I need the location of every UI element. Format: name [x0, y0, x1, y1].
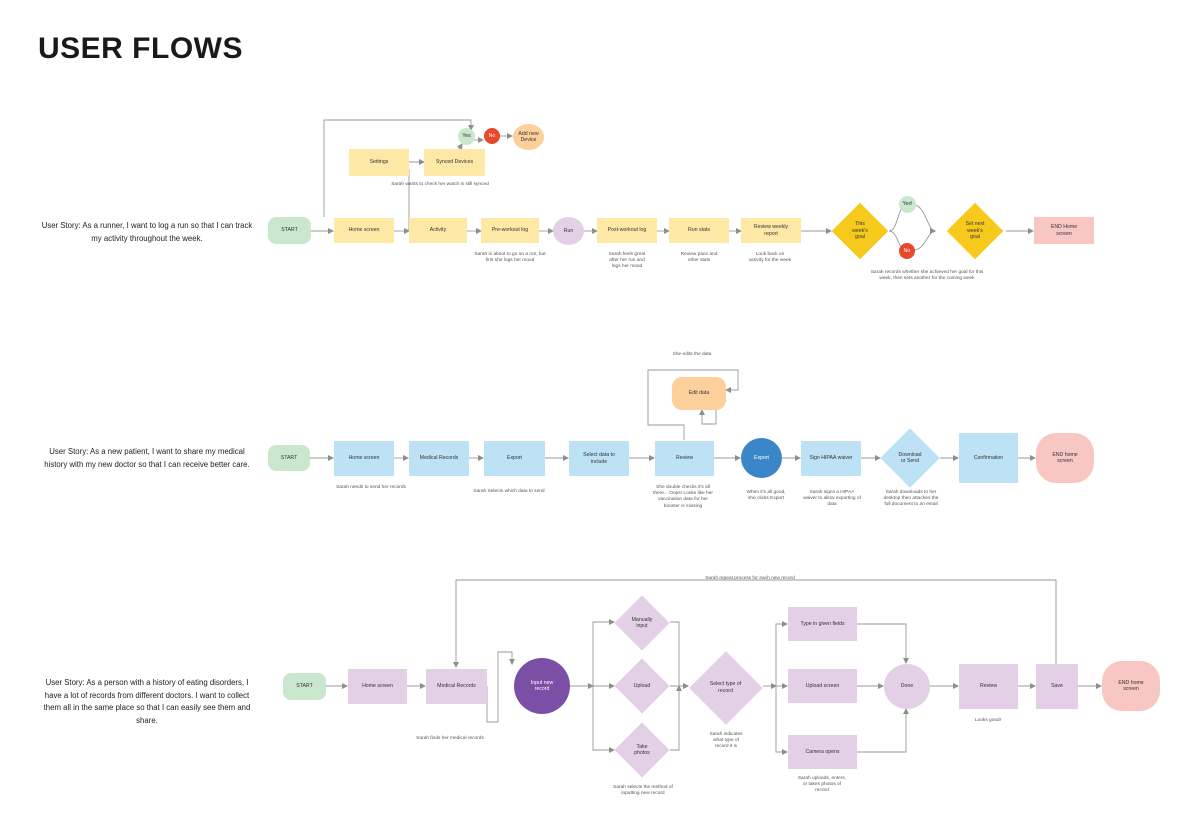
flow1-note-stats: Review pace and other stats [680, 252, 718, 264]
flow1-post-workout-log: Post-workout log [597, 218, 657, 243]
flow1-no2-bubble: No [484, 128, 500, 144]
flow2-note-export: Sarah Selects which data to send [473, 489, 545, 494]
flow1-set-next-goal-decision: Set next week's goal [946, 202, 1004, 260]
flow3-medical-records: Medical Records [426, 669, 487, 704]
flow1-end: END Home screen [1034, 217, 1094, 244]
flow1-note-post: Sarah feels great after her run and logs… [608, 252, 646, 270]
flow2-edit-data: Edit data [672, 377, 726, 410]
flow1-set-next-goal-label: Set next week's goal [965, 221, 985, 241]
flow3-upload-screen: Upload screen [788, 669, 857, 703]
flow1-note-report: Look back on activity for the week [748, 252, 792, 264]
flow2-note-home: Sarah needs to send her records [336, 485, 406, 490]
flow1-home-screen: Home screen [334, 218, 394, 243]
flow1-weeks-goal-decision: This week's goal [831, 202, 889, 260]
flow2-download-label: Download or Send [898, 451, 922, 464]
flow1-note-run: Sarah is about to go on a run, but first… [474, 252, 546, 264]
flow1-note-watch: Sarah wants to check her watch is still … [391, 182, 489, 187]
flow2-select-data: Select data to include [569, 441, 629, 476]
flow3-manual-input-label: Manually input [631, 616, 653, 629]
flow3-note-finds: Sarah finds her medical records [416, 736, 484, 741]
flow1-run-stats: Run stats [669, 218, 729, 243]
user-story-runner: User Story: As a runner, I want to log a… [41, 221, 253, 243]
flow3-camera-opens: Camera opens [788, 735, 857, 769]
flow3-input-new-record: Input new record [514, 658, 570, 714]
flow1-synced-devices: Synced Devices [424, 149, 485, 176]
flow3-done: Done [884, 664, 930, 709]
flow1-yes2-bubble: Yes [458, 128, 475, 145]
flow3-start: START [283, 673, 326, 700]
flow3-type-given-fields: Type in given fields [788, 607, 857, 641]
flow3-upload-label: Upload [633, 682, 651, 689]
flow2-medical-records: Medical Records [409, 441, 469, 476]
flow2-note-hipaa: Sarah signs a HIPAA waiver to allow expo… [803, 490, 861, 508]
flow3-upload-decision: Upload [614, 658, 670, 714]
flow3-home-screen: Home screen [348, 669, 407, 704]
flow2-note-edits: She edits the data [672, 352, 712, 357]
flow2-note-download: Sarah downloads to her desktop then atta… [883, 490, 939, 508]
flow2-start: START [268, 445, 310, 471]
user-story-patient: User Story: As a new patient, I want to … [44, 447, 250, 469]
flow2-sign-hipaa: Sign HIPAA waiver [801, 441, 861, 476]
flow3-review: Review [959, 664, 1018, 709]
flow1-pre-workout-log: Pre-workout log [481, 218, 539, 243]
flow2-note-review: She double checks it's all there... Oops… [653, 485, 713, 509]
flow3-note-looks-good: Looks good! [974, 718, 1002, 723]
flow3-select-type-decision: Select type of record [688, 650, 763, 725]
flow1-weeks-goal-label: This week's goal [852, 221, 868, 241]
flow3-note-indicates: Sarah indicates what type of record it i… [709, 732, 743, 750]
flow3-note-repeat: Sarah repeat process for each new record [705, 576, 795, 581]
flow2-confirmation: Confirmation [959, 433, 1018, 483]
flow3-take-photos-decision: Take photos [614, 722, 670, 778]
flow2-export: Export [484, 441, 545, 476]
flow3-manual-input-decision: Manually input [614, 595, 670, 651]
flow1-review-weekly-report: Review weekly report [741, 218, 801, 243]
flow1-note-goal: Sarah records whether she achieved her g… [870, 270, 984, 282]
flow2-download-decision: Download or Send [880, 428, 940, 488]
flow1-activity: Activity [409, 218, 467, 243]
flow1-start: START [268, 217, 311, 244]
flow3-save: Save [1036, 664, 1078, 709]
flow1-no-bubble: No [899, 243, 915, 259]
flow3-note-method: Sarah selects the method of inputting ne… [613, 785, 673, 797]
flow2-end: END home screen [1036, 433, 1094, 483]
flow3-note-uploads: Sarah uploads, enters, or takes photos o… [797, 776, 847, 794]
flow2-home-screen: Home screen [334, 441, 394, 476]
page-title: USER FLOWS [38, 32, 243, 65]
flow3-end: END home screen [1102, 661, 1160, 711]
flow1-add-new-device: Add new Device [513, 124, 544, 150]
flow2-review: Review [655, 441, 714, 476]
flow1-yes-bubble: Yes! [899, 196, 916, 213]
user-story-records: User Story: As a person with a history o… [43, 678, 251, 725]
flow2-export-action: Export [741, 438, 782, 478]
flow3-select-type-label: Select type of record [709, 681, 742, 694]
flow1-run: Run [553, 217, 584, 245]
flow1-settings: Settings [349, 149, 409, 176]
flow3-take-photos-label: Take photos [634, 743, 650, 756]
flow2-note-export-action: When it's all good, she clicks Export [746, 490, 786, 502]
